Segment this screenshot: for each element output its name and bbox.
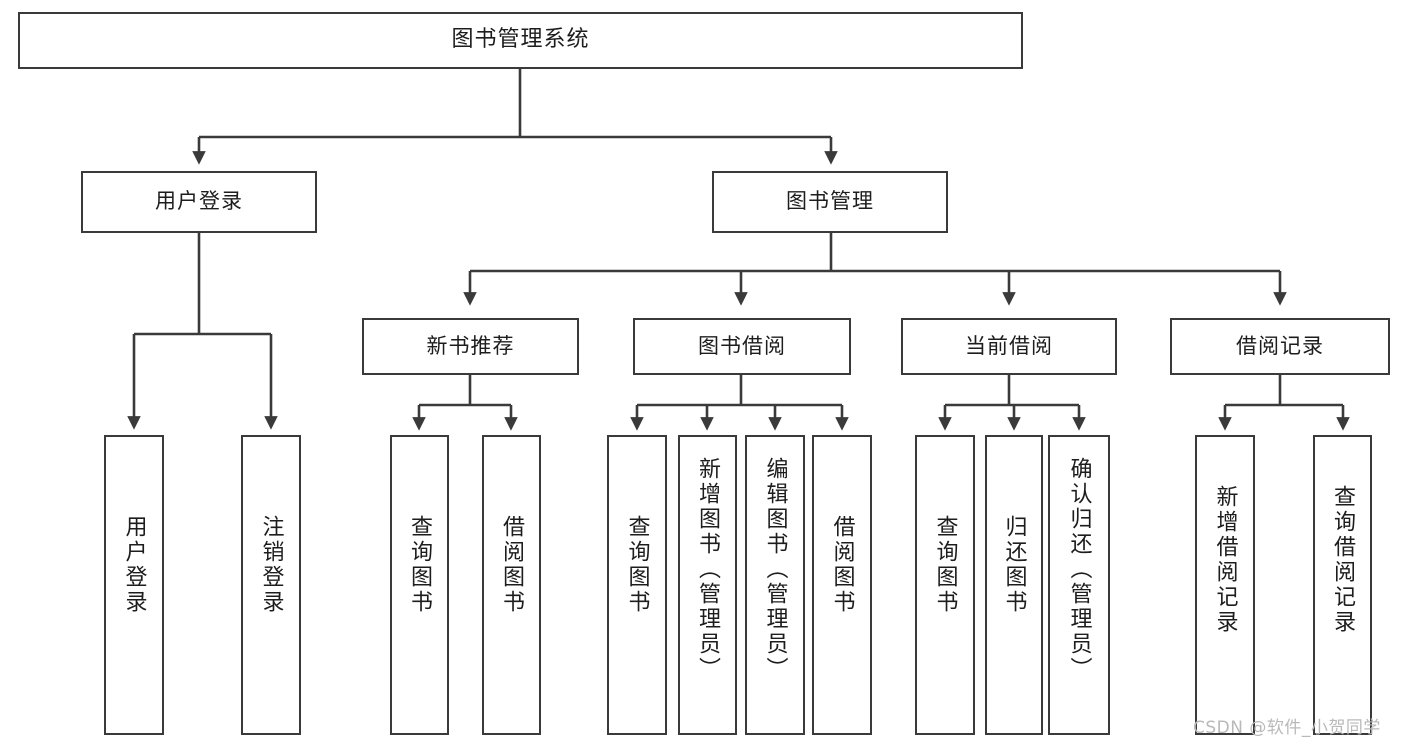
node-book-borrow[interactable]: 图书借阅	[633, 318, 851, 375]
leaf-book-borrow-borrow[interactable]: 借阅图书	[812, 435, 872, 735]
leaf-current-borrow-confirm-return[interactable]: 确认归还（管理员）	[1048, 435, 1110, 735]
leaf-current-borrow-query[interactable]: 查询图书	[915, 435, 975, 735]
leaf-label: 查询图书	[624, 515, 650, 615]
node-borrow-record[interactable]: 借阅记录	[1170, 318, 1390, 375]
leaf-label: 借阅图书	[499, 515, 525, 615]
node-user-login[interactable]: 用户登录	[81, 171, 317, 233]
leaf-label: 查询图书	[932, 515, 958, 615]
leaf-user-login-logout[interactable]: 注销登录	[241, 435, 301, 735]
leaf-label: 用户登录	[121, 515, 147, 615]
leaf-user-login-login[interactable]: 用户登录	[104, 435, 164, 735]
node-root[interactable]: 图书管理系统	[18, 12, 1023, 69]
leaf-book-borrow-add[interactable]: 新增图书（管理员）	[678, 435, 737, 735]
csdn-watermark: CSDN @软件_小贺同学	[1193, 718, 1381, 738]
leaf-label: 确认归还（管理员）	[1066, 457, 1092, 682]
leaf-borrow-record-add[interactable]: 新增借阅记录	[1195, 435, 1255, 735]
leaf-label: 借阅图书	[829, 515, 855, 615]
leaf-current-borrow-return[interactable]: 归还图书	[985, 435, 1043, 735]
leaf-new-book-query[interactable]: 查询图书	[390, 435, 449, 735]
leaf-new-book-borrow[interactable]: 借阅图书	[482, 435, 541, 735]
leaf-book-borrow-edit[interactable]: 编辑图书（管理员）	[745, 435, 805, 735]
leaf-label: 注销登录	[258, 515, 284, 615]
leaf-label: 编辑图书（管理员）	[762, 457, 788, 682]
leaf-label: 查询借阅记录	[1330, 485, 1356, 635]
leaf-label: 归还图书	[1001, 515, 1027, 615]
leaf-label: 新增图书（管理员）	[695, 457, 721, 682]
node-current-borrow[interactable]: 当前借阅	[901, 318, 1117, 375]
leaf-label: 新增借阅记录	[1212, 485, 1238, 635]
leaf-borrow-record-query[interactable]: 查询借阅记录	[1313, 435, 1372, 735]
node-new-book-recommend[interactable]: 新书推荐	[362, 318, 579, 375]
node-book-management[interactable]: 图书管理	[712, 171, 948, 233]
leaf-label: 查询图书	[407, 515, 433, 615]
leaf-book-borrow-query[interactable]: 查询图书	[607, 435, 667, 735]
